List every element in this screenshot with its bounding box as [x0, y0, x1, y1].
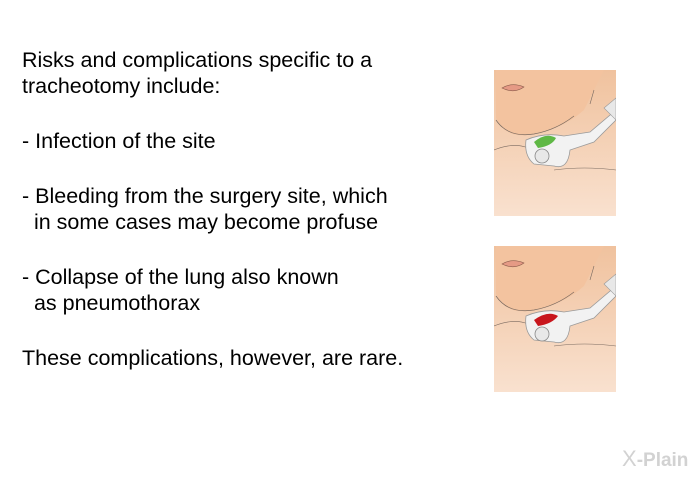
item-bleeding-2: in some cases may become profuse	[22, 210, 379, 234]
x-plain-logo: X-Plain	[622, 446, 688, 472]
x-plain-logo-text: -Plain	[636, 450, 689, 471]
item-collapse-1: - Collapse of the lung also known	[22, 265, 339, 289]
intro-line-1: Risks and complications specific to a	[22, 48, 373, 72]
item-infection: - Infection of the site	[22, 129, 216, 153]
closing-line: These complications, however, are rare.	[22, 346, 404, 370]
tracheotomy-illustration-bleeding	[494, 246, 616, 392]
item-bleeding-1: - Bleeding from the surgery site, which	[22, 184, 388, 208]
x-plain-logo-mark: X	[622, 446, 637, 471]
tracheotomy-illustration-infection	[494, 70, 616, 216]
content-text: Risks and complications specific to a tr…	[22, 47, 492, 371]
intro-line-2: tracheotomy include:	[22, 74, 221, 98]
item-collapse-2: as pneumothorax	[22, 291, 201, 315]
